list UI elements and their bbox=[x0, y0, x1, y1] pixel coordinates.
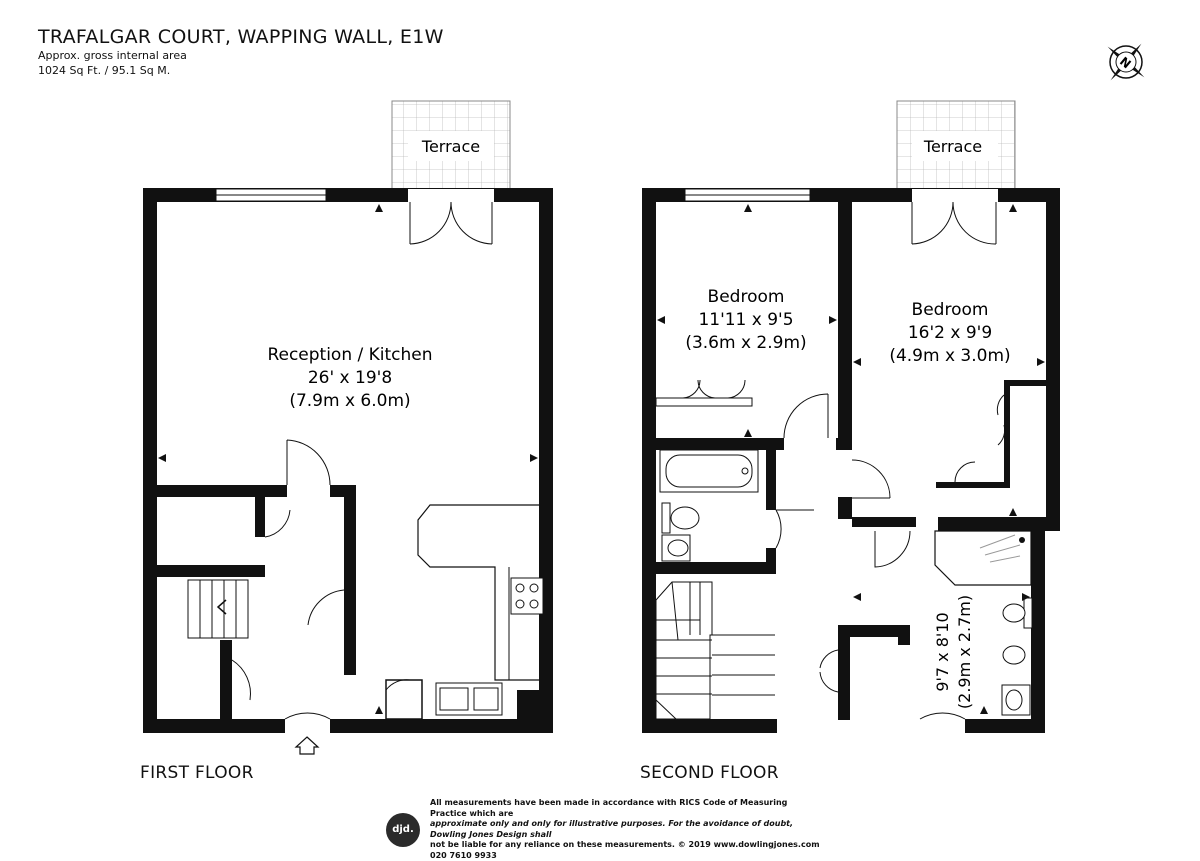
ensuite-bidet-icon bbox=[1002, 645, 1026, 665]
shower-icon bbox=[934, 530, 1032, 586]
disclaimer-line-3: not be liable for any reliance on these … bbox=[430, 840, 820, 860]
room3-imperial: 9'7 x 8'10 bbox=[933, 612, 952, 691]
bedroom2-imperial: 16'2 x 9'9 bbox=[908, 323, 992, 343]
hob-icon bbox=[510, 577, 544, 615]
room3-metric: (2.9m x 2.7m) bbox=[955, 595, 974, 709]
bedroom1-name: Bedroom bbox=[708, 287, 785, 307]
sink-icon bbox=[435, 682, 503, 716]
bedroom2-metric: (4.9m x 3.0m) bbox=[889, 346, 1010, 366]
company-logo: djd. bbox=[386, 812, 420, 847]
first-terrace-label: Terrace bbox=[421, 137, 480, 156]
first-terrace-door bbox=[409, 201, 493, 245]
bathroom-basin-icon bbox=[661, 534, 691, 562]
first-floor-plan: Terrace bbox=[143, 100, 553, 755]
second-floor-label: SECOND FLOOR bbox=[640, 763, 779, 783]
bedroom1-metric: (3.6m x 2.9m) bbox=[685, 333, 806, 353]
bedroom2-name: Bedroom bbox=[912, 300, 989, 320]
reception-imperial: 26' x 19'8 bbox=[308, 368, 392, 388]
bathroom-wc-icon bbox=[661, 502, 700, 534]
entrance-arrow-icon bbox=[294, 736, 320, 755]
bath-icon bbox=[659, 449, 759, 493]
first-stairs bbox=[187, 579, 249, 639]
area-value: 1024 Sq Ft. / 95.1 Sq M. bbox=[38, 64, 171, 77]
kitchen-counter bbox=[417, 504, 539, 681]
second-terrace-label: Terrace bbox=[923, 137, 982, 156]
ensuite-wc-icon bbox=[1002, 597, 1033, 629]
ensuite-basin-icon bbox=[1001, 684, 1031, 716]
second-floor-plan: Terrace bbox=[642, 100, 1060, 733]
first-floor-label: FIRST FLOOR bbox=[140, 763, 254, 783]
reception-name: Reception / Kitchen bbox=[267, 345, 432, 365]
second-stairs bbox=[655, 581, 775, 720]
north-arrow-icon: N bbox=[1107, 43, 1145, 81]
disclaimer-line-1: All measurements have been made in accor… bbox=[430, 798, 788, 818]
footer: djd. All measurements have been made in … bbox=[386, 798, 820, 861]
header: TRAFALGAR COURT, WAPPING WALL, E1W Appro… bbox=[38, 26, 444, 78]
property-title: TRAFALGAR COURT, WAPPING WALL, E1W bbox=[38, 26, 444, 48]
area-label: Approx. gross internal area bbox=[38, 49, 187, 62]
reception-metric: (7.9m x 6.0m) bbox=[289, 391, 410, 411]
disclaimer: All measurements have been made in accor… bbox=[430, 798, 820, 861]
bedroom1-imperial: 11'11 x 9'5 bbox=[698, 310, 793, 330]
disclaimer-line-2: approximate only and only for illustrati… bbox=[430, 819, 794, 839]
